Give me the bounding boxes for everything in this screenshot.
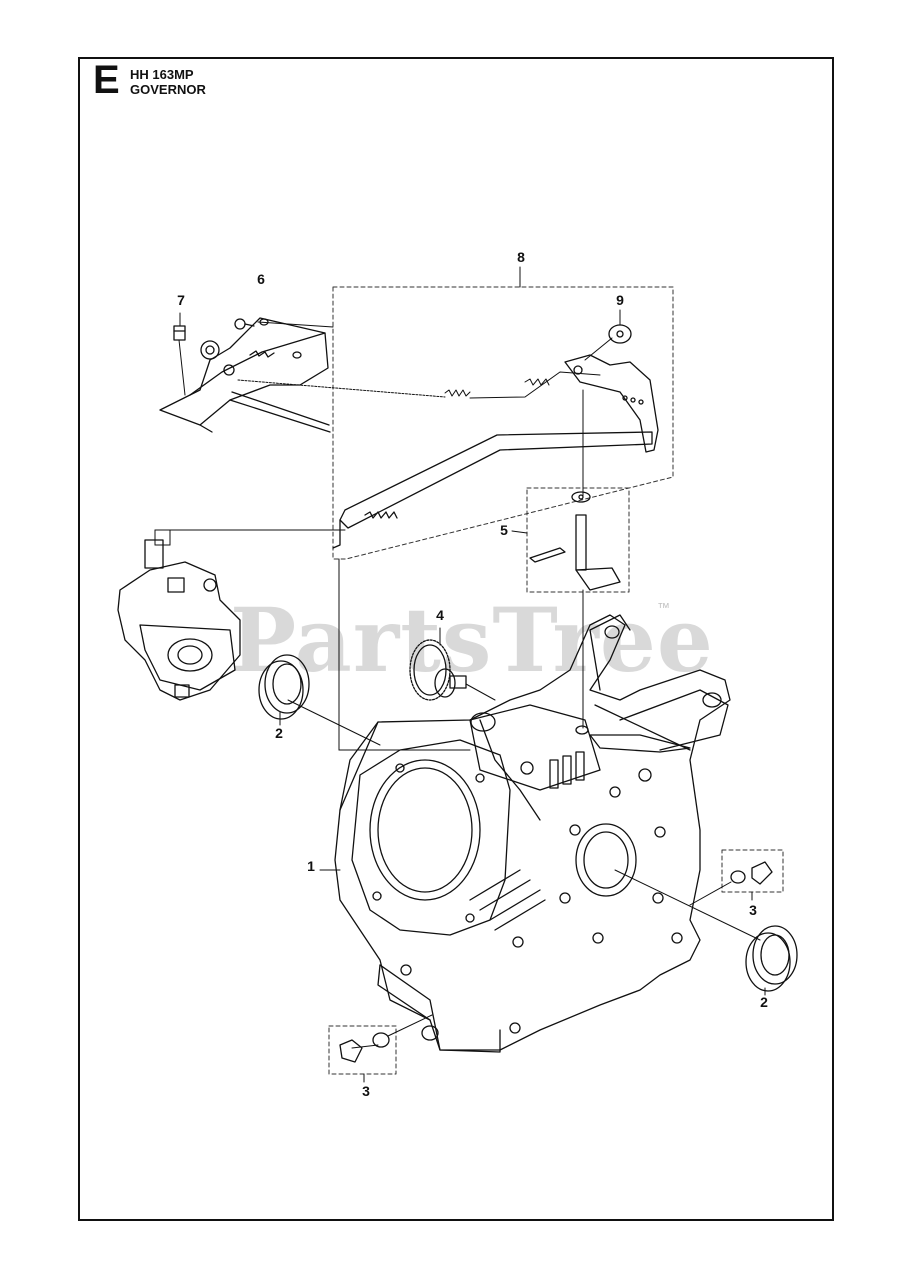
callout-2-left: 2 <box>275 725 283 741</box>
drain-plug-left <box>339 1014 433 1083</box>
callout-7: 7 <box>177 292 185 308</box>
section-letter: E <box>93 58 120 102</box>
model-title: HH 163MP <box>130 67 194 82</box>
callout-4: 4 <box>436 607 444 623</box>
screw-part-7 <box>173 312 186 396</box>
callout-5: 5 <box>500 522 508 538</box>
group-box-3-left <box>328 1025 397 1075</box>
leader-5 <box>511 530 528 534</box>
assembly-title: GOVERNOR <box>130 82 206 97</box>
callout-9: 9 <box>616 292 624 308</box>
callout-1: 1 <box>307 858 315 874</box>
governor-control-plate <box>159 317 334 433</box>
washer-part-9 <box>584 309 632 361</box>
oil-seal-right <box>614 869 798 996</box>
group-box-5 <box>526 487 630 593</box>
diagram-frame <box>78 57 834 1221</box>
governor-gear <box>409 627 496 701</box>
governor-shaft <box>529 389 621 729</box>
drain-plug-right <box>689 861 773 906</box>
oil-seal-left <box>258 654 381 746</box>
carburetor <box>117 529 241 701</box>
watermark-logo: PartsTree <box>230 588 714 692</box>
small-bolt <box>234 318 255 330</box>
trademark-symbol: ™ <box>657 600 670 615</box>
governor-lever <box>564 354 659 453</box>
callout-2-right: 2 <box>760 994 768 1010</box>
callout-8: 8 <box>517 249 525 265</box>
group-box-8 <box>332 286 674 560</box>
callout-6: 6 <box>257 271 265 287</box>
crankcase <box>319 614 731 1053</box>
callout-3-right: 3 <box>749 902 757 918</box>
callout-3-left: 3 <box>362 1083 370 1099</box>
long-link-rod <box>332 431 653 549</box>
